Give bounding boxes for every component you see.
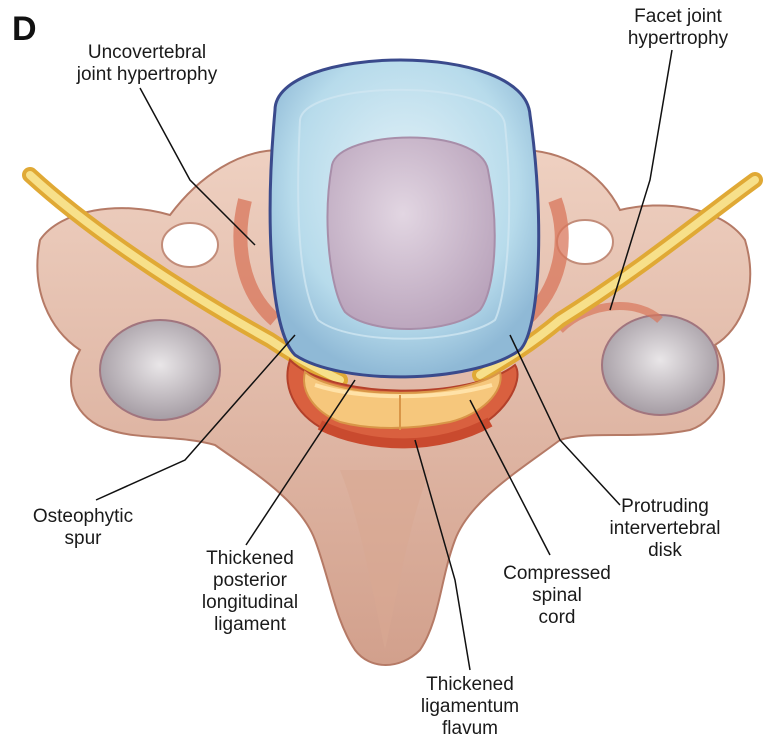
label-compressed-spinal-cord: Compressed spinal cord: [492, 563, 622, 629]
label-uncovertebral-joint-hypertrophy: Uncovertebral joint hypertrophy: [42, 42, 252, 86]
panel-letter: D: [12, 10, 37, 49]
intervertebral-disk: [270, 60, 539, 377]
label-thickened-ligamentum-flavum: Thickened ligamentum flavum: [395, 674, 545, 740]
label-osteophytic-spur: Osteophytic spur: [18, 506, 148, 550]
label-facet-joint-hypertrophy: Facet joint hypertrophy: [598, 6, 758, 50]
label-protruding-intervertebral-disk: Protruding intervertebral disk: [590, 496, 740, 562]
label-thickened-posterior-longitudinal-ligament: Thickened posterior longitudinal ligamen…: [175, 548, 325, 636]
